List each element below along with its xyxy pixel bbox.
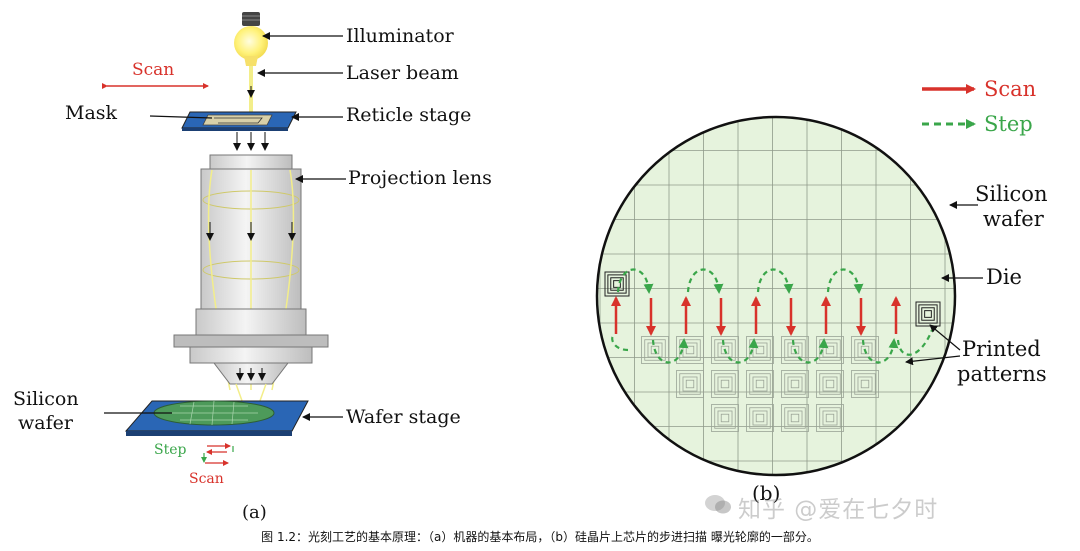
printed-pattern <box>676 370 704 398</box>
step-arrow <box>611 334 629 352</box>
legend-step-label: Step <box>984 112 1033 136</box>
printed-pattern <box>676 336 704 364</box>
printed-pattern <box>816 370 844 398</box>
label-printed-patterns-line2: patterns <box>957 362 1047 386</box>
step-arrow <box>721 338 759 364</box>
projection-lens <box>173 154 329 413</box>
label-reticle-stage: Reticle stage <box>346 104 471 126</box>
printed-pattern <box>781 370 809 398</box>
printed-pattern <box>746 404 774 432</box>
label-wafer-stage: Wafer stage <box>346 406 461 428</box>
watermark-text: 知乎 @爱在七夕时 <box>738 497 939 523</box>
step-arrow <box>826 268 864 294</box>
label-silicon-wafer-a: Silicon wafer <box>13 388 85 434</box>
printed-pattern <box>851 370 879 398</box>
step-arrow <box>616 268 654 294</box>
figure-caption: 图 1.2：光刻工艺的基本原理：（a）机器的基本布局，（b）硅晶片上芯片的步进扫… <box>261 530 819 544</box>
legend: Scan Step <box>922 77 1036 136</box>
label-laser-beam: Laser beam <box>346 62 459 84</box>
label-printed-patterns: Printed patterns <box>957 337 1047 386</box>
label-silicon-wafer-b-line1: Silicon <box>975 182 1047 206</box>
printed-pattern <box>851 336 879 364</box>
panel-a-label: (a) <box>242 502 267 523</box>
panel-b: Scan Step Silicon wafer Die Printed patt… <box>595 77 1054 505</box>
printed-pattern <box>711 370 739 398</box>
label-silicon-wafer-a-line2: wafer <box>18 412 74 434</box>
printed-patterns <box>604 271 941 432</box>
panel-a: Illuminator Laser beam Scan Mask Reticle… <box>13 12 492 523</box>
panel-b-label: (b) <box>752 481 780 505</box>
printed-pattern <box>746 370 774 398</box>
printed-pattern <box>711 336 739 364</box>
label-step: Step <box>154 442 187 458</box>
label-scan-small: Scan <box>189 471 224 487</box>
label-printed-patterns-line1: Printed <box>962 337 1041 361</box>
legend-scan-label: Scan <box>984 77 1036 101</box>
zhihu-watermark-logo <box>705 495 731 514</box>
printed-pattern <box>816 404 844 432</box>
printed-pattern <box>915 301 941 327</box>
printed-pattern <box>781 404 809 432</box>
step-scan-small-arrows <box>201 443 234 466</box>
label-silicon-wafer-a-line1: Silicon <box>13 388 79 410</box>
label-die: Die <box>986 265 1022 289</box>
label-scan: Scan <box>132 60 174 80</box>
wafer-disc <box>597 117 955 475</box>
label-silicon-wafer-b-line2: wafer <box>983 207 1045 231</box>
step-arrow <box>861 338 899 364</box>
leader-lines-b <box>905 201 983 366</box>
reticle-stage <box>181 111 297 131</box>
label-mask: Mask <box>65 102 118 124</box>
step-arrow <box>791 338 829 364</box>
beam-arrows <box>233 132 269 151</box>
scan-step-path <box>611 268 934 364</box>
label-illuminator: Illuminator <box>346 25 455 47</box>
printed-pattern <box>641 336 669 364</box>
label-projection-lens: Projection lens <box>348 167 492 189</box>
step-arrow <box>651 338 689 364</box>
label-silicon-wafer-b: Silicon wafer <box>975 182 1054 231</box>
step-arrow <box>686 268 724 294</box>
printed-pattern <box>711 404 739 432</box>
wafer-stage <box>124 400 309 436</box>
illuminator-bulb-icon <box>234 12 268 66</box>
leader-lines-a <box>104 32 346 421</box>
printed-pattern <box>781 336 809 364</box>
step-arrow <box>896 329 934 356</box>
step-arrow <box>756 268 794 294</box>
